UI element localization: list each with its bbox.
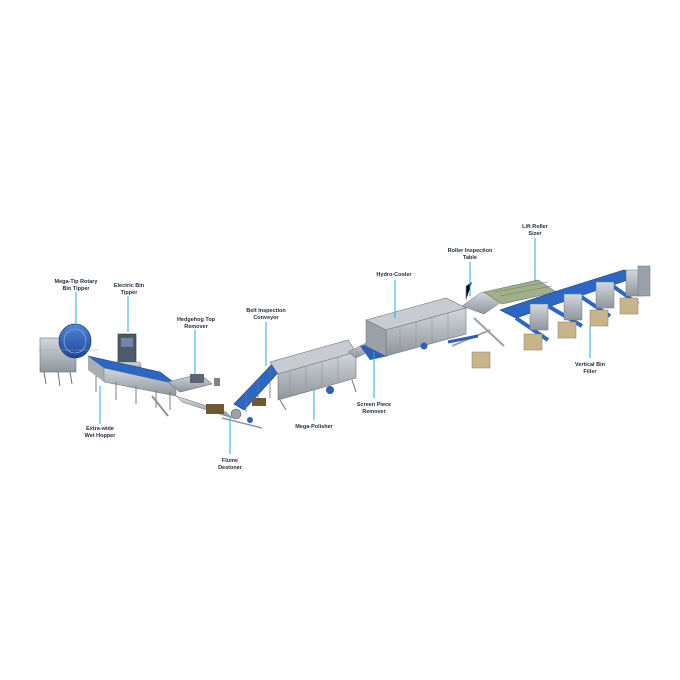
label-hedgehog-top-remover: Hedgehog Top Remover bbox=[176, 317, 216, 330]
label-lift-roller-sizer: Lift Roller Sizer bbox=[522, 224, 548, 237]
hydro-cooler bbox=[365, 297, 467, 357]
label-belt-inspection-conveyor: Belt Inspection Conveyor bbox=[246, 308, 286, 321]
label-roller-inspection-table: Roller Inspection Table bbox=[447, 248, 493, 261]
mega-tip-rotary-bin-tipper bbox=[38, 323, 98, 387]
label-mega-tip-rotary-bin-tipper: Mega-Tip Rotary Bin Tipper bbox=[54, 279, 98, 292]
label-extra-wide-wet-hopper: Extra-wide Wet Hopper bbox=[84, 426, 116, 439]
label-electric-bin-tipper: Electric Bin Tipper bbox=[113, 283, 145, 296]
hedgehog-top-remover bbox=[167, 373, 220, 393]
label-flume-destoner: Flume Destoner bbox=[218, 458, 242, 471]
label-screen-piece-remover: Screen Piece Remover bbox=[356, 402, 392, 415]
callout-lines bbox=[75, 238, 591, 454]
mega-polisher bbox=[269, 339, 357, 411]
extra-wide-wet-hopper bbox=[87, 355, 177, 417]
label-hydro-cooler: Hydro-Cooler bbox=[376, 272, 412, 278]
vertical-bin-filler bbox=[499, 265, 651, 351]
label-mega-polisher: Mega-Polisher bbox=[295, 424, 333, 430]
label-vertical-bin-filler: Vertical Bin Filler bbox=[575, 362, 605, 375]
flume-destoner bbox=[175, 395, 263, 429]
